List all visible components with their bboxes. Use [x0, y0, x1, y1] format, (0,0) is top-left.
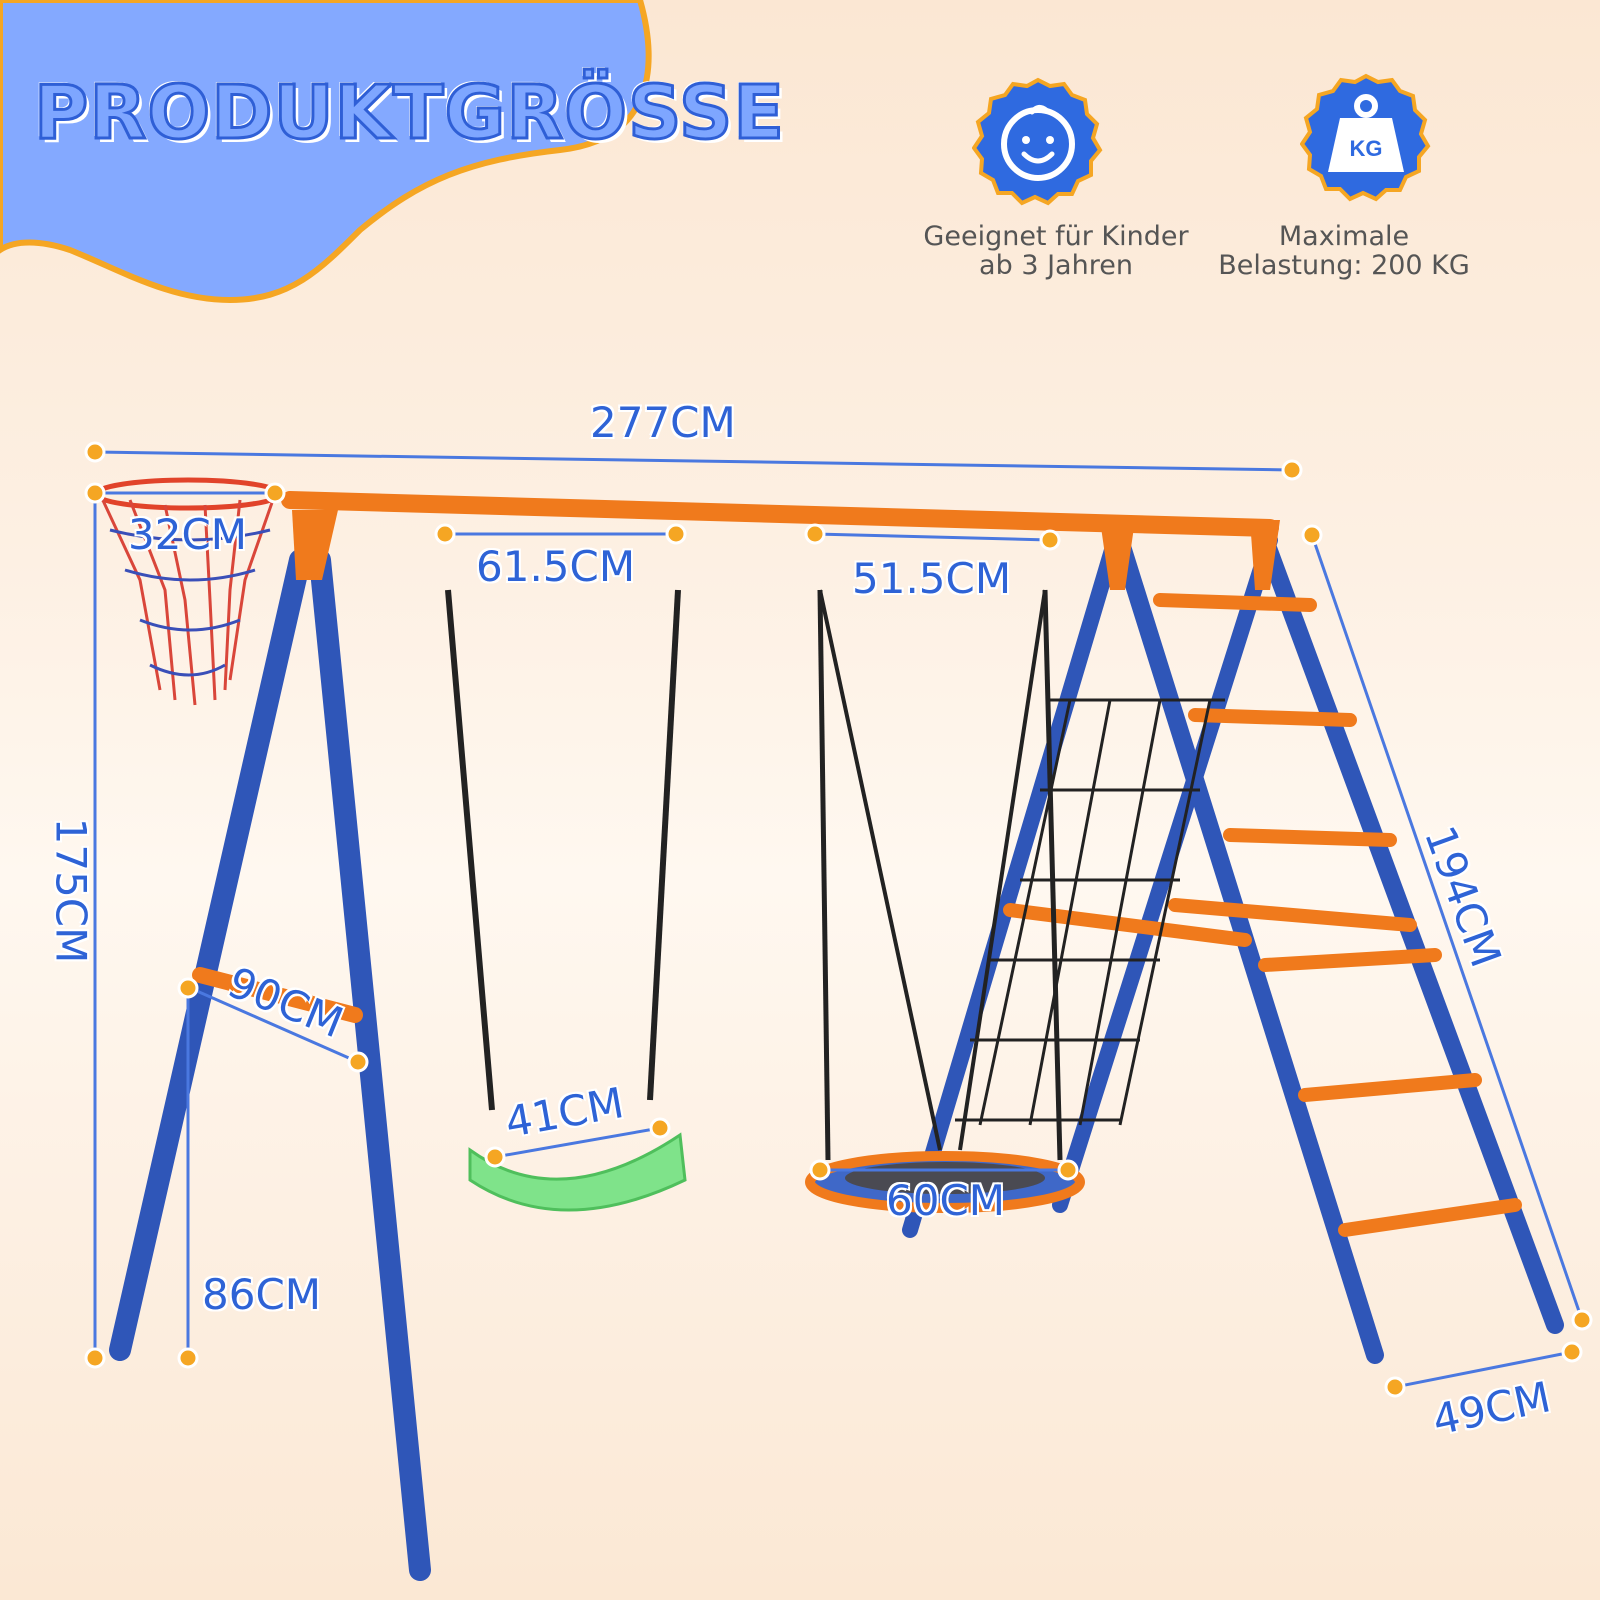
dim-nest-diameter: 60CM [886, 1176, 1006, 1225]
page-title: PRODUKTGRÖSSE [33, 69, 786, 158]
load-label-line1: Maximale [1278, 221, 1410, 252]
dim-swing-hanger-spacing: 61.5CM [476, 542, 636, 591]
dimension-markers [84, 441, 1593, 1398]
max-load-label: Maximale Belastung: 200 KG [1194, 222, 1494, 280]
left-a-frame [109, 510, 431, 1581]
belt-swing [445, 589, 687, 1212]
ladder-frame [902, 520, 1564, 1364]
dim-hoop-diameter: 32CM [128, 510, 248, 559]
title-banner-shape [0, 0, 652, 304]
dimension-lines [93, 450, 1584, 1389]
age-label-line2: ab 3 Jahren [979, 250, 1133, 281]
age-suitability-label: Geeignet für Kinder ab 3 Jahren [906, 222, 1206, 280]
kg-weight-icon: KG [1300, 72, 1432, 204]
dim-total-width: 277CM [590, 398, 736, 447]
kg-icon-text: KG [1350, 136, 1383, 161]
smiling-child-face-icon [972, 76, 1104, 208]
age-label-line1: Geeignet für Kinder [923, 221, 1189, 252]
load-label-line2: Belastung: 200 KG [1218, 250, 1470, 281]
dim-frame-height: 175CM [46, 817, 96, 964]
dim-nest-hanger-spacing: 51.5CM [852, 554, 1012, 603]
dim-hoop-pole-height: 86CM [202, 1270, 322, 1319]
